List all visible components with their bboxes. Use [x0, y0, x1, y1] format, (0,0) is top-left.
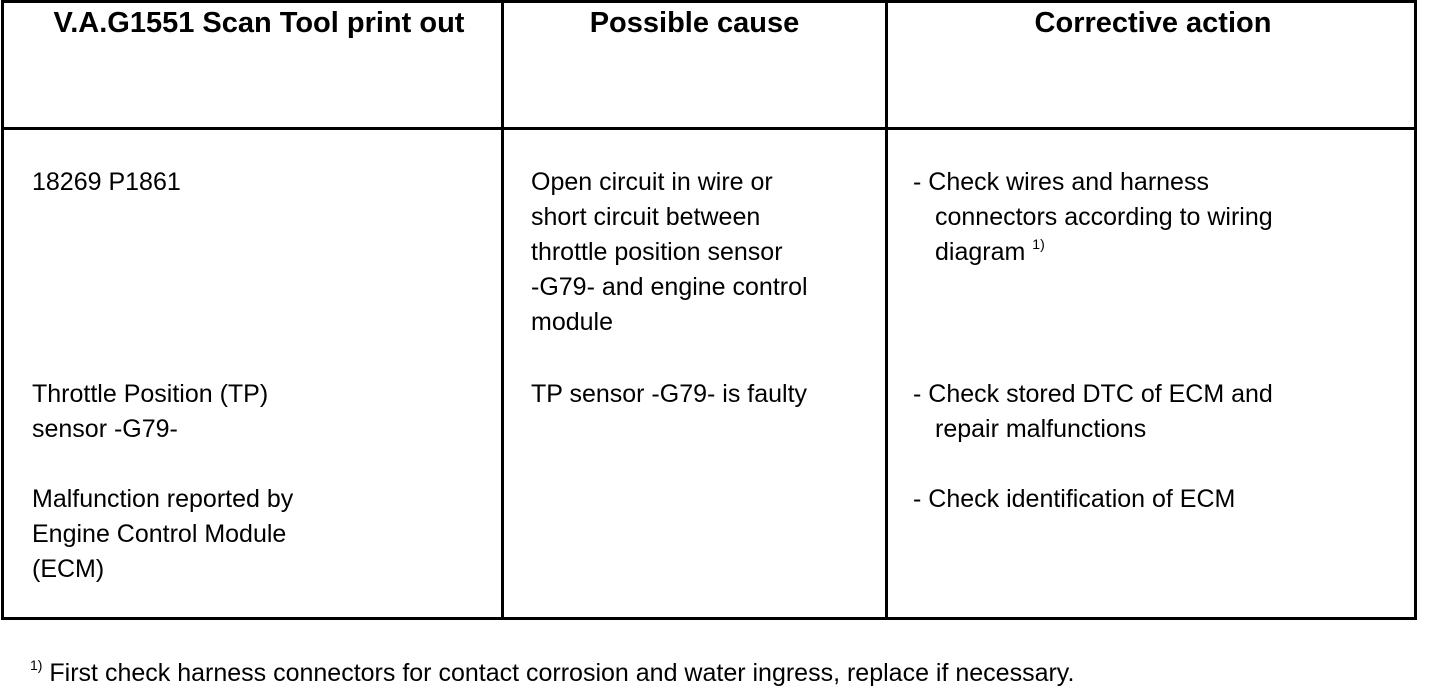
row2-action2: - Check identification of ECM	[913, 485, 1236, 513]
row1-possible-cause: Open circuit in wire or short circuit be…	[531, 168, 808, 336]
row2-printout: Throttle Position (TP) sensor -G79- Malf…	[32, 380, 294, 583]
row1-action-diagram-text: diagram	[935, 238, 1026, 266]
row1-action-line3: diagram 1)	[913, 235, 1393, 270]
footnote-ref-marker: 1)	[1032, 236, 1045, 252]
diagnostic-table: V.A.G1551 Scan Tool print out Possible c…	[1, 0, 1417, 620]
footnote: 1) First check harness connectors for co…	[30, 656, 1074, 691]
row2-corrective-action: - Check stored DTC of ECM and repair mal…	[913, 377, 1393, 517]
row1-printout: 18269 P1861	[32, 168, 181, 196]
column-divider-1	[501, 0, 504, 617]
table-top-border	[4, 0, 1414, 3]
header-corrective-action: Corrective action	[1034, 7, 1272, 39]
column-divider-2	[885, 0, 888, 617]
header-divider	[4, 127, 1414, 130]
footnote-text: First check harness connectors for conta…	[49, 659, 1075, 687]
header-possible-cause: Possible cause	[589, 7, 800, 39]
row1-corrective-action: - Check wires and harness connectors acc…	[913, 165, 1393, 270]
footnote-marker: 1)	[30, 657, 43, 673]
row2-action1-line1: - Check stored DTC of ECM and	[913, 380, 1273, 408]
row1-action-line1: - Check wires and harness	[913, 168, 1209, 196]
row1-action-line2: connectors according to wiring	[935, 203, 1273, 231]
row2-action1-line2: repair malfunctions	[935, 415, 1147, 443]
row2-possible-cause: TP sensor -G79- is faulty	[531, 380, 808, 408]
header-scan-tool-printout: V.A.G1551 Scan Tool print out	[53, 7, 465, 39]
